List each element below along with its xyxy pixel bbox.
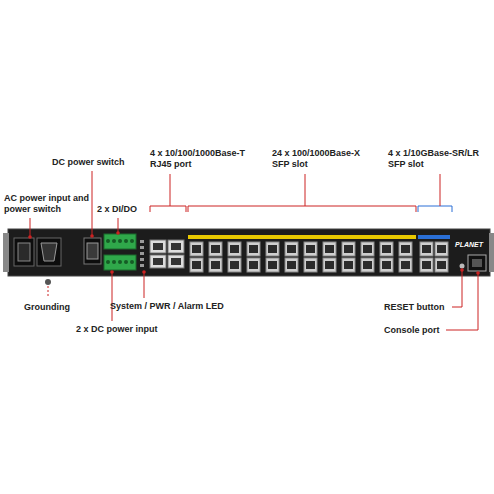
callout-label: DC power switch bbox=[52, 157, 125, 168]
sfp-slot bbox=[342, 258, 355, 272]
sfp-slot bbox=[399, 242, 412, 256]
sfp-slot bbox=[209, 242, 222, 256]
sfp-slot bbox=[190, 242, 203, 256]
sfp-slot bbox=[266, 242, 279, 256]
screw bbox=[112, 239, 116, 243]
sfp-slot bbox=[266, 258, 279, 272]
callout-label: 2 x DI/DO bbox=[97, 204, 137, 215]
rj45-port bbox=[168, 255, 184, 268]
screw bbox=[112, 260, 116, 264]
callout-label: Grounding bbox=[24, 302, 70, 313]
rj45-ports bbox=[150, 240, 184, 268]
sfp-slot bbox=[361, 258, 374, 272]
sfp-slot bbox=[342, 242, 355, 256]
led bbox=[140, 252, 144, 255]
sfp-slot bbox=[209, 258, 222, 272]
led bbox=[140, 240, 144, 243]
sfp-slot bbox=[285, 258, 298, 272]
sfp-slot bbox=[247, 258, 260, 272]
callout-label: 4 x 1/10GBase-SR/LR SFP slot bbox=[388, 148, 490, 170]
rj45-port bbox=[168, 240, 184, 253]
callout-label: System / PWR / Alarm LED bbox=[110, 301, 224, 312]
status-leds bbox=[140, 240, 144, 267]
screw bbox=[130, 260, 134, 264]
callout-label: 24 x 100/1000Base-X SFP slot bbox=[272, 148, 376, 170]
screw bbox=[118, 239, 122, 243]
sfp-slot bbox=[285, 242, 298, 256]
front-panel bbox=[3, 229, 494, 285]
led bbox=[140, 246, 144, 249]
screw bbox=[106, 260, 110, 264]
callout-label: RESET button bbox=[384, 302, 445, 313]
screw bbox=[124, 260, 128, 264]
led bbox=[140, 264, 144, 267]
sfp-slot bbox=[228, 242, 241, 256]
rj45-port bbox=[150, 255, 166, 268]
callout-label: AC power input and power switch bbox=[4, 193, 92, 215]
rj45-port bbox=[150, 240, 166, 253]
callout-label: 4 x 10/100/1000Base-T RJ45 port bbox=[150, 148, 258, 170]
screw bbox=[124, 239, 128, 243]
sfp-slot bbox=[399, 258, 412, 272]
sfp-slot bbox=[323, 258, 336, 272]
sfp-slot bbox=[304, 242, 317, 256]
leader-lines bbox=[30, 171, 478, 330]
callout-label: Console port bbox=[384, 325, 440, 336]
sfp-slot bbox=[380, 242, 393, 256]
sfp-slot bbox=[228, 258, 241, 272]
terminal-screws bbox=[106, 239, 134, 264]
sfp-slot bbox=[323, 242, 336, 256]
led bbox=[140, 258, 144, 261]
sfp-slot bbox=[420, 242, 433, 256]
sfp-slot bbox=[420, 258, 433, 272]
screw bbox=[106, 239, 110, 243]
screw bbox=[118, 260, 122, 264]
callout-label: 2 x DC power input bbox=[76, 324, 158, 335]
screw bbox=[130, 239, 134, 243]
sfp-slot bbox=[190, 258, 203, 272]
sfp-slot bbox=[247, 242, 260, 256]
sfp-slot bbox=[361, 242, 374, 256]
sfp-slots bbox=[190, 242, 448, 272]
leader-dots bbox=[28, 231, 480, 275]
sfp-slot bbox=[304, 258, 317, 272]
sfp-slot bbox=[435, 258, 448, 272]
brand-logo: PLANET bbox=[455, 239, 483, 250]
sfp-slot bbox=[380, 258, 393, 272]
sfp-slot bbox=[435, 242, 448, 256]
